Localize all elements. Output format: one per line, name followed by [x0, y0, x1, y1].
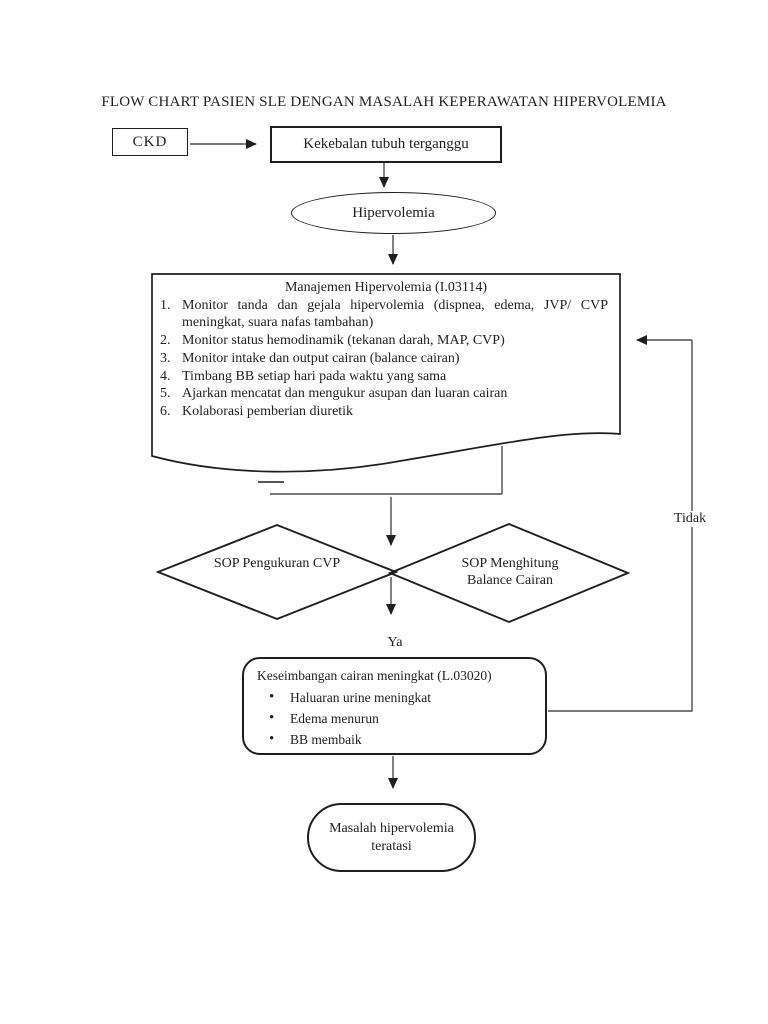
- manajemen-item: Monitor status hemodinamik (tekanan dara…: [160, 332, 505, 349]
- node-sop-menghitung-balance-label: SOP Menghitung Balance Cairan: [461, 556, 559, 588]
- manajemen-item: Ajarkan mencatat dan mengukur asupan dan…: [160, 385, 508, 402]
- edge-label-ya: Ya: [387, 635, 403, 650]
- keseimbangan-bullet: BB membaik: [257, 729, 535, 750]
- node-teratasi-label: Masalah hipervolemia teratasi: [329, 821, 454, 854]
- node-hipervolemia-label: Hipervolemia: [352, 204, 435, 221]
- node-kekebalan-label: Kekebalan tubuh terganggu: [303, 136, 469, 152]
- node-teratasi: Masalah hipervolemia teratasi: [307, 803, 476, 872]
- edge-label-tidak: Tidak: [666, 511, 714, 527]
- manajemen-item: Monitor intake dan output cairan (balanc…: [160, 350, 460, 367]
- manajemen-item: Monitor tanda dan gejala hipervolemia (d…: [160, 297, 608, 331]
- manajemen-item-list: Monitor tanda dan gejala hipervolemia (d…: [152, 297, 610, 421]
- node-manajemen: Manajemen Hipervolemia (I.03114) Monitor…: [152, 274, 620, 421]
- keseimbangan-bullet: Edema menurun: [257, 708, 535, 729]
- node-hipervolemia: Hipervolemia: [291, 192, 496, 234]
- node-kekebalan: Kekebalan tubuh terganggu: [270, 126, 502, 163]
- manajemen-item: Timbang BB setiap hari pada waktu yang s…: [160, 368, 447, 385]
- node-sop-pengukuran-cvp-label: SOP Pengukuran CVP: [213, 556, 341, 571]
- sop-cvp-diamond: [155, 523, 399, 621]
- node-manajemen-title: Manajemen Hipervolemia (I.03114): [284, 280, 488, 295]
- node-keseimbangan-title: Keseimbangan cairan meningkat (L.03020): [257, 668, 492, 683]
- node-ckd-label: CKD: [132, 133, 168, 150]
- keseimbangan-bullet: Haluaran urine meningkat: [257, 687, 535, 708]
- manajemen-item: Kolaborasi pemberian diuretik: [160, 403, 354, 420]
- node-ckd: CKD: [112, 128, 188, 156]
- node-keseimbangan: Keseimbangan cairan meningkat (L.03020) …: [242, 657, 547, 755]
- keseimbangan-bullet-list: Haluaran urine meningkat Edema menurun B…: [257, 687, 535, 750]
- page-title: FLOW CHART PASIEN SLE DENGAN MASALAH KEP…: [101, 94, 667, 110]
